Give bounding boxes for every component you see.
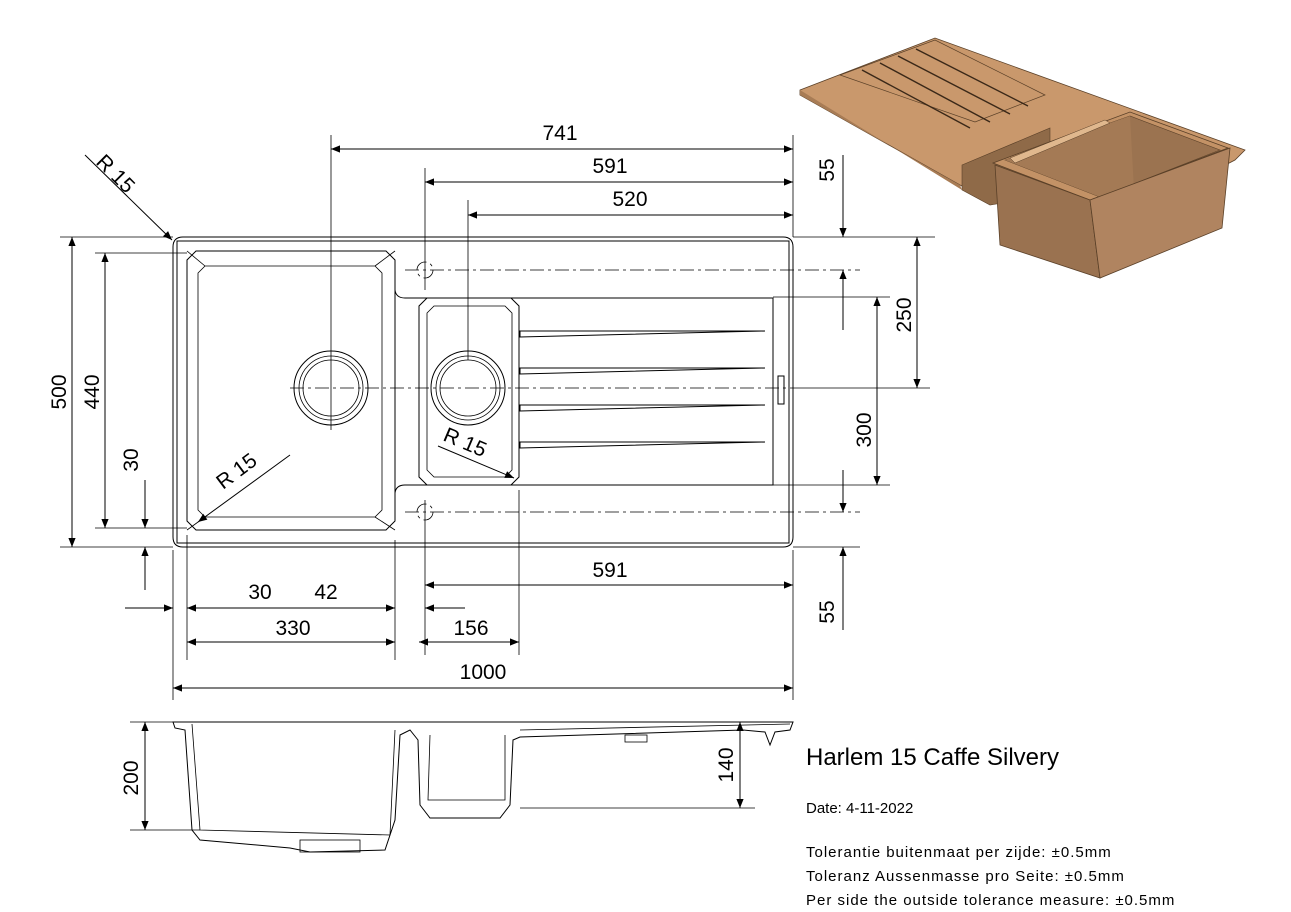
- dim-30-bottom: 30: [248, 581, 271, 604]
- dim-741: 741: [542, 122, 577, 145]
- dim-156: 156: [453, 617, 488, 640]
- dim-radius-corner: R 15: [91, 150, 139, 198]
- dim-200: 200: [120, 760, 143, 795]
- dim-30-left: 30: [120, 448, 143, 471]
- dim-radius-small-bowl: R 15: [440, 423, 490, 462]
- dim-300: 300: [853, 412, 876, 447]
- tolerance-english: Per side the outside tolerance measure: …: [806, 892, 1176, 909]
- tolerance-dutch: Tolerantie buitenmaat per zijde: ±0.5mm: [806, 844, 1112, 861]
- dim-55-top: 55: [816, 158, 839, 181]
- product-title: Harlem 15 Caffe Silvery: [806, 744, 1059, 771]
- drainer-grooves: [519, 330, 766, 449]
- dim-radius-big-bowl: R 15: [212, 449, 261, 494]
- sink-side-view: [172, 721, 794, 853]
- dim-440: 440: [81, 374, 104, 409]
- dim-520: 520: [612, 188, 647, 211]
- dim-500: 500: [48, 374, 71, 409]
- dimension-labels: 741 591 520 R 15 R 15 R 15 500 440 30 55…: [48, 122, 916, 796]
- dim-591-top: 591: [592, 155, 627, 178]
- dim-55-bottom: 55: [816, 600, 839, 623]
- dim-1000: 1000: [460, 661, 507, 684]
- drawing-date: Date: 4-11-2022: [806, 800, 914, 817]
- dim-591-bottom: 591: [592, 559, 627, 582]
- dim-250: 250: [893, 297, 916, 332]
- sink-3d-render: [799, 37, 1246, 279]
- dim-140: 140: [715, 747, 738, 782]
- dim-330: 330: [275, 617, 310, 640]
- extension-lines: [60, 135, 935, 700]
- dim-42: 42: [314, 581, 337, 604]
- dimension-lines: [68, 145, 921, 831]
- sink-top-view: [172, 236, 860, 548]
- tolerance-german: Toleranz Aussenmasse pro Seite: ±0.5mm: [806, 868, 1125, 885]
